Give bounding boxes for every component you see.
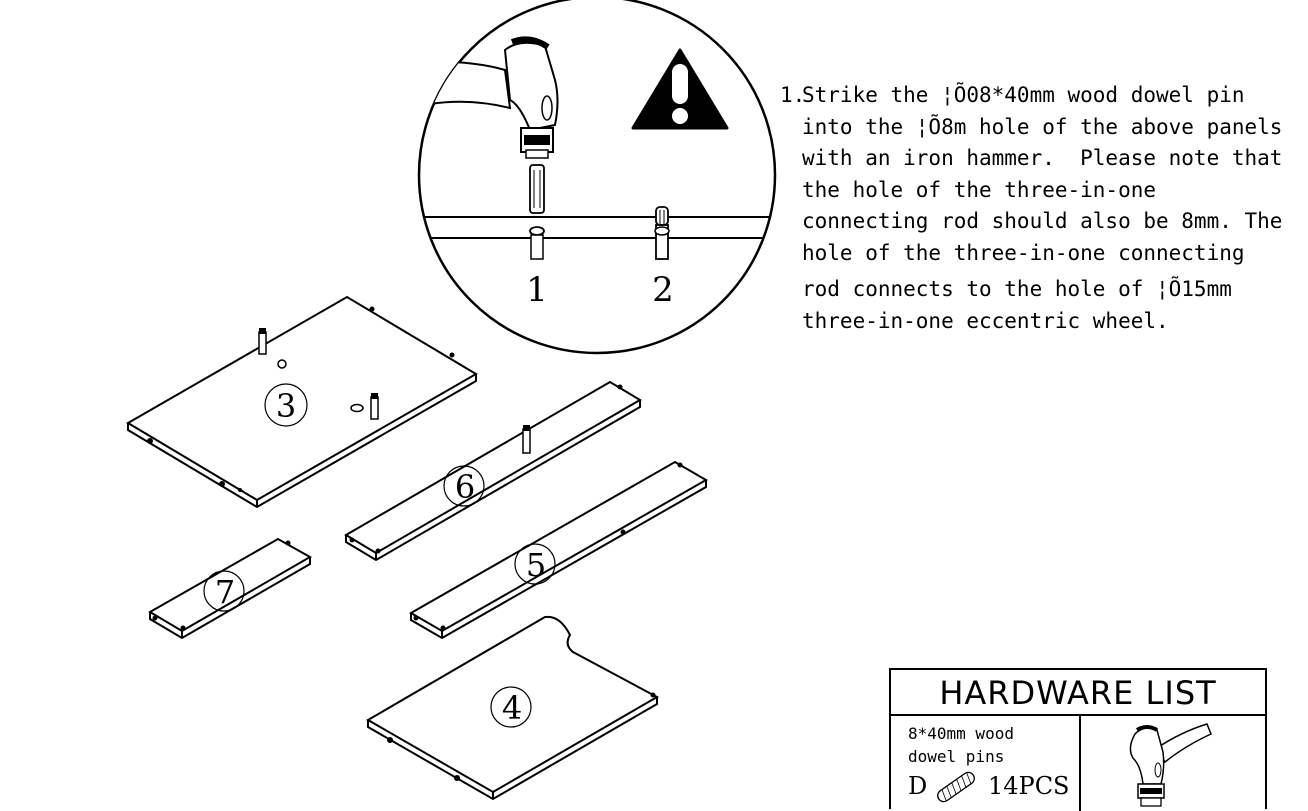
- instruction-line-2: into the ¦Õ8m hole of the above panels: [802, 114, 1283, 139]
- hardware-divider: [1079, 716, 1081, 811]
- panel-label-3: 3: [276, 387, 296, 425]
- panel-5: 5: [408, 460, 709, 640]
- instruction-line-8: three-in-one eccentric wheel.: [802, 309, 1169, 333]
- panel-label-4: 4: [502, 689, 522, 727]
- detail-circle: 1 2: [417, 0, 777, 355]
- detail-label-1: 1: [526, 270, 548, 310]
- instruction-line-7: rod connects to the hole of ¦Õ15mm: [802, 277, 1232, 301]
- panel-6: 6: [344, 380, 642, 562]
- panel-label-6: 6: [455, 468, 475, 506]
- instruction-line-5: connecting rod should also be 8mm. The: [802, 209, 1283, 234]
- hardware-code: D: [908, 772, 928, 800]
- hardware-desc-line-2: dowel pins: [908, 747, 1005, 766]
- panel-label-7: 7: [215, 573, 235, 611]
- hardware-desc-line-1: 8*40mm wood: [908, 724, 1014, 743]
- panel-7: 7: [148, 537, 313, 640]
- hammer-icon: [503, 36, 559, 159]
- hammer-tool-icon: [1129, 723, 1212, 807]
- warning-icon: [631, 48, 729, 130]
- panel-label-5: 5: [526, 546, 546, 584]
- instruction-line-1: Strike the ¦Õ08*40mm wood dowel pin: [802, 83, 1245, 107]
- hardware-quantity: 14PCS: [988, 772, 1070, 800]
- hardware-list-title: HARDWARE LIST: [891, 670, 1265, 716]
- detail-label-2: 2: [652, 270, 674, 310]
- instruction-line-4: the hole of the three-in-one: [802, 177, 1157, 202]
- instruction-line-3: with an iron hammer. Please note that: [802, 146, 1283, 171]
- panel-4: 4: [366, 615, 660, 801]
- dowel-pin-icon: [937, 771, 975, 803]
- panel-3: 3: [126, 295, 478, 509]
- dowel-pin-1-icon: [529, 164, 545, 260]
- hardware-list: HARDWARE LIST 8*40mm wood dowel pins D 1…: [889, 668, 1267, 811]
- hardware-description: 8*40mm wood dowel pins: [908, 722, 1014, 768]
- instruction-line-6: hole of the three-in-one connecting: [802, 241, 1245, 265]
- dowel-pin-2-icon: [654, 206, 670, 260]
- step-number: 1.: [780, 83, 806, 107]
